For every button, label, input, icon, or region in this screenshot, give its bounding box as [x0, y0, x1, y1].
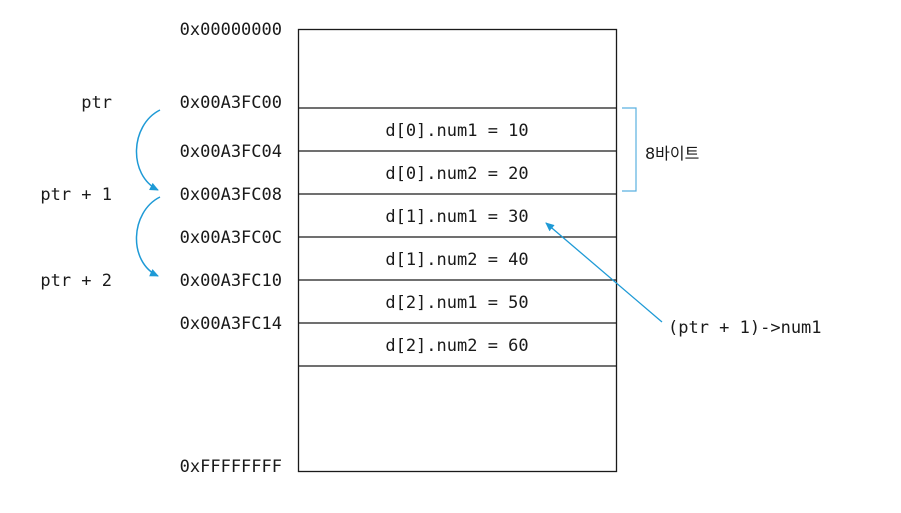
cell-d0-num2: d[0].num2 = 20 — [385, 164, 528, 184]
ptr-increment-arrow-2 — [135, 196, 161, 277]
cell-d2-num2: d[2].num2 = 60 — [385, 336, 528, 356]
member-access-arrow — [545, 222, 663, 323]
address-00: 0x00A3FC00 — [180, 93, 282, 113]
cell-d0-num1: d[0].num1 = 10 — [385, 121, 528, 141]
address-08: 0x00A3FC08 — [180, 185, 282, 205]
cell-d2-num1: d[2].num1 = 50 — [385, 293, 528, 313]
address-10: 0x00A3FC10 — [180, 271, 282, 291]
size-bracket — [622, 107, 637, 192]
address-14: 0x00A3FC14 — [180, 314, 282, 334]
memory-block — [297, 28, 618, 473]
address-bottom: 0xFFFFFFFF — [180, 457, 282, 477]
member-access-label: (ptr + 1)->num1 — [668, 318, 822, 338]
ptr-increment-arrow-1 — [135, 109, 161, 191]
pointer-label-ptr: ptr — [81, 93, 112, 113]
pointer-label-ptr-plus-2: ptr + 2 — [40, 271, 112, 291]
size-label: 8바이트 — [645, 144, 699, 163]
cell-d1-num2: d[1].num2 = 40 — [385, 250, 528, 270]
address-04: 0x00A3FC04 — [180, 142, 282, 162]
address-0c: 0x00A3FC0C — [180, 228, 282, 248]
address-top: 0x00000000 — [180, 20, 282, 40]
pointer-label-ptr-plus-1: ptr + 1 — [40, 185, 112, 205]
cell-d1-num1: d[1].num1 = 30 — [385, 207, 528, 227]
